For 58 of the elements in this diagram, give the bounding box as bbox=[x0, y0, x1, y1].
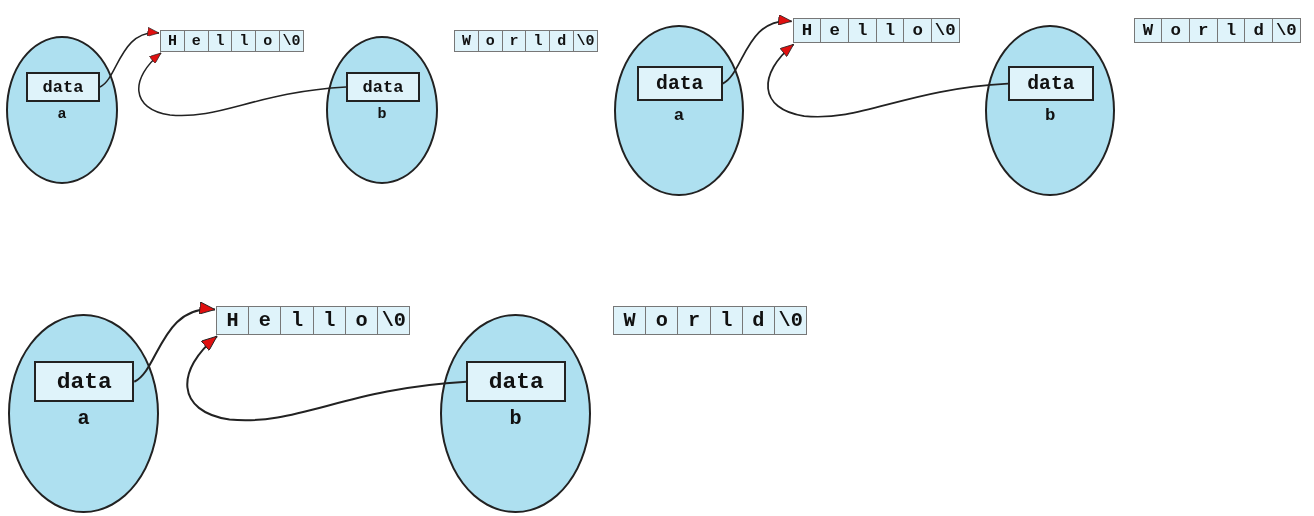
char-cell: H bbox=[217, 306, 250, 335]
variable-name: a bbox=[672, 105, 686, 125]
arrow bbox=[99, 28, 160, 88]
char-cell: l bbox=[281, 306, 314, 335]
char-cell: l bbox=[848, 18, 877, 43]
variable-name: a bbox=[76, 407, 91, 431]
char-cell-text: \0 bbox=[575, 31, 596, 51]
arrow bbox=[721, 15, 793, 85]
char-cell: W bbox=[613, 306, 647, 335]
char-cell: o bbox=[904, 18, 932, 43]
char-cell: o bbox=[1162, 18, 1190, 43]
variable-name: a bbox=[56, 106, 68, 123]
char-cell: H bbox=[793, 18, 822, 43]
char-cell-text: \0 bbox=[777, 307, 804, 334]
char-array bbox=[216, 305, 411, 336]
char-cell: l bbox=[526, 31, 551, 51]
char-cell: o bbox=[256, 31, 281, 51]
arrow bbox=[186, 335, 467, 422]
arrow bbox=[133, 303, 216, 383]
char-cell: o bbox=[478, 31, 503, 51]
pointer-field: data bbox=[346, 72, 420, 102]
char-cell-text: \0 bbox=[933, 20, 957, 43]
char-cell: l bbox=[313, 306, 346, 335]
char-array bbox=[792, 17, 960, 44]
char-cell: e bbox=[184, 31, 209, 51]
pointer-field: data bbox=[26, 72, 100, 102]
char-array bbox=[612, 305, 808, 336]
pointer-field: data bbox=[636, 66, 723, 101]
char-cell: r bbox=[502, 31, 527, 51]
char-cell: d bbox=[1245, 18, 1273, 43]
char-cell: W bbox=[455, 31, 479, 51]
char-cell: W bbox=[1134, 18, 1163, 43]
char-cell: d bbox=[742, 306, 776, 335]
variable-name: b bbox=[376, 106, 388, 123]
char-array bbox=[1133, 17, 1301, 44]
char-cell: l bbox=[876, 18, 905, 43]
pointer-field: data bbox=[466, 361, 567, 402]
char-cell: H bbox=[161, 31, 185, 51]
char-cell: l bbox=[710, 306, 743, 335]
variable-name: b bbox=[1043, 105, 1057, 125]
char-cell-text: \0 bbox=[1274, 20, 1298, 43]
char-cell-text: \0 bbox=[380, 307, 407, 334]
char-cell: l bbox=[1217, 18, 1246, 43]
char-cell: d bbox=[550, 31, 575, 51]
pointer-field: data bbox=[1008, 66, 1094, 101]
char-cell: r bbox=[1189, 18, 1218, 43]
pointer-field: data bbox=[34, 361, 135, 402]
char-cell: l bbox=[208, 31, 233, 51]
char-cell: l bbox=[232, 31, 257, 51]
char-cell: e bbox=[249, 306, 282, 335]
char-cell-text: \0 bbox=[281, 31, 302, 51]
char-cell: r bbox=[678, 306, 711, 335]
char-cell: e bbox=[821, 18, 849, 43]
char-array bbox=[160, 30, 304, 52]
char-cell: o bbox=[646, 306, 679, 335]
variable-name: b bbox=[508, 407, 523, 431]
char-array bbox=[454, 30, 598, 52]
char-cell: o bbox=[345, 306, 379, 335]
